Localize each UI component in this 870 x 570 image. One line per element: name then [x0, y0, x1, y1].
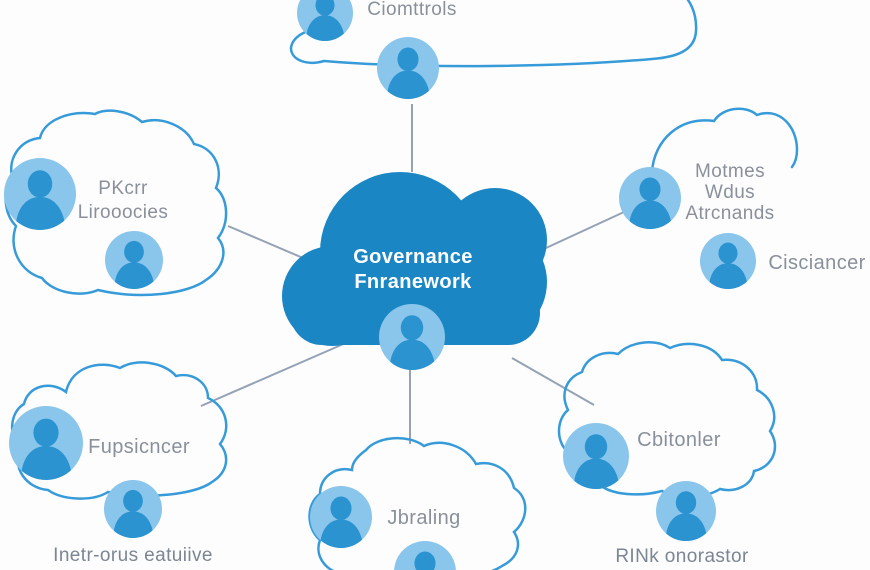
- person-icon: [105, 231, 163, 289]
- person-icon: [4, 158, 76, 230]
- person-icon: [700, 233, 756, 289]
- person-icon: [656, 481, 716, 541]
- right-cloud-outline: [650, 107, 799, 174]
- connector-lower-right: [511, 357, 595, 406]
- person-icon: [9, 406, 83, 480]
- right-cloud-label: Motmes Wdus Atrcnands: [685, 161, 775, 224]
- person-icon: [297, 0, 353, 41]
- center-cloud-shape: [282, 172, 547, 346]
- person-icon: [104, 480, 162, 538]
- bottom-center-cloud-label: Jbraling: [387, 507, 461, 529]
- bottom-center-cloud-outline: [308, 436, 527, 570]
- right-side-label: Cisciancer: [768, 252, 866, 274]
- person-icon: [394, 541, 456, 570]
- person-icon: [379, 304, 445, 370]
- center-cloud-title: Governance Fnranework: [353, 246, 473, 293]
- connector-upper-right: [532, 211, 625, 255]
- person-icon: [563, 423, 629, 489]
- bottom-left-cloud-label: Fupsicncer: [88, 436, 190, 458]
- left-cloud-label: PKcrr Lirooocies: [77, 178, 169, 223]
- bottom-left-caption: Inetr-orus eatuiive: [53, 545, 213, 566]
- top-cloud-label: Ciomttrols: [367, 0, 457, 20]
- person-icon: [619, 167, 681, 229]
- person-icon: [377, 37, 439, 99]
- connector-upper-left: [227, 225, 304, 259]
- person-icon: [310, 486, 372, 548]
- bottom-right-cloud-label: Cbitonler: [637, 429, 721, 451]
- connector-lower-left: [200, 341, 349, 407]
- bottom-right-caption: RINk onorastor: [615, 546, 749, 567]
